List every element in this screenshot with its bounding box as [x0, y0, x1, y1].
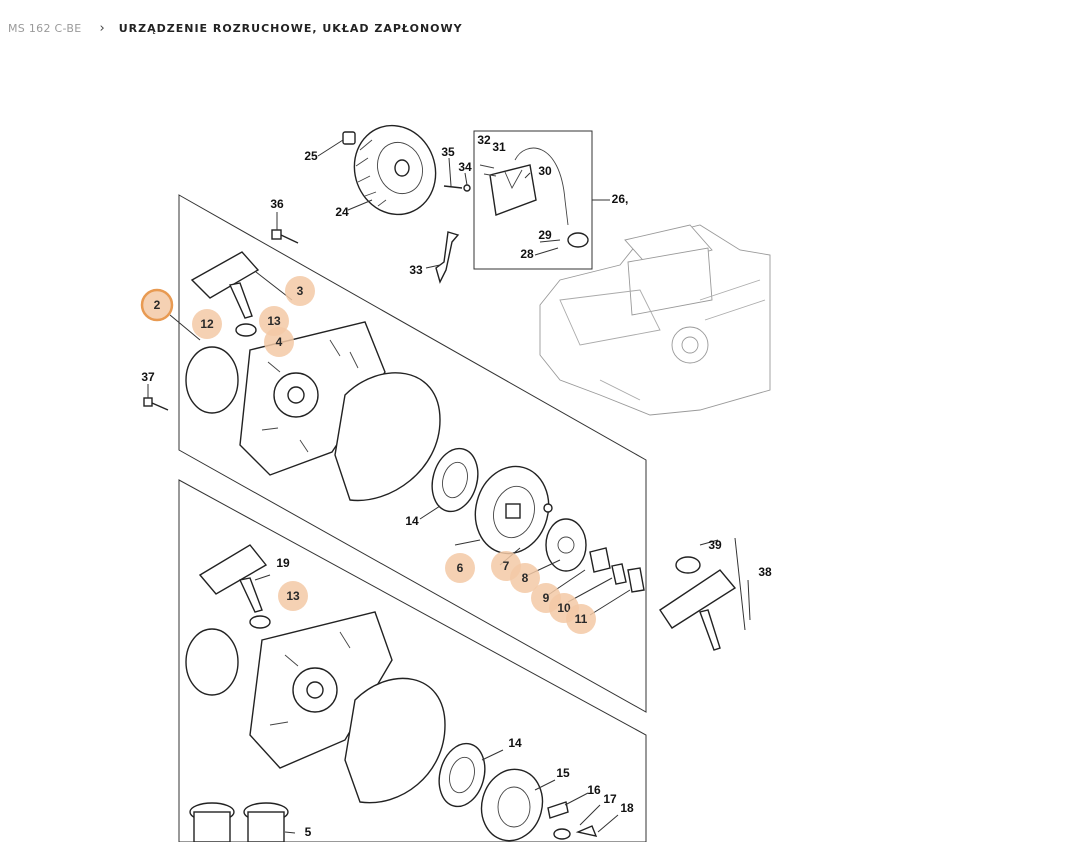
chevron-right-icon: › — [99, 20, 105, 36]
callout-11[interactable]: 11 — [566, 604, 596, 634]
part-label-15[interactable]: 15 — [556, 766, 570, 780]
part-label-30[interactable]: 30 — [538, 164, 552, 178]
part-disc-lower[interactable] — [185, 628, 239, 696]
callouts: 2 3 4 6 789 10 11 12 13 13 — [140, 276, 596, 634]
part-label-17[interactable]: 17 — [603, 792, 617, 806]
breadcrumb-current: URZĄDZENIE ROZRUCHOWE, UKŁAD ZAPŁONOWY — [118, 21, 463, 35]
part-label-36[interactable]: 36 — [270, 197, 284, 211]
part-small-parts[interactable] — [543, 503, 645, 593]
svg-text:13: 13 — [267, 314, 281, 328]
part-label-35[interactable]: 35 — [441, 145, 455, 159]
callout-13[interactable]: 13 — [259, 306, 289, 336]
part-label-26[interactable]: 26, — [612, 192, 629, 206]
callout-12[interactable]: 12 — [192, 309, 222, 339]
svg-text:10: 10 — [557, 601, 571, 615]
svg-text:12: 12 — [200, 317, 214, 331]
part-label-24[interactable]: 24 — [335, 205, 349, 219]
part-label-31[interactable]: 31 — [492, 140, 506, 154]
part-screw-36[interactable] — [271, 229, 299, 244]
svg-text:6: 6 — [457, 561, 464, 575]
part-label-39[interactable]: 39 — [708, 538, 722, 552]
callout-8[interactable]: 8 — [510, 563, 540, 593]
part-label-29[interactable]: 29 — [538, 228, 552, 242]
part-label-5[interactable]: 5 — [305, 825, 312, 839]
part-screw-35[interactable] — [443, 184, 471, 192]
part-label-14[interactable]: 14 — [405, 514, 419, 528]
svg-text:11: 11 — [575, 612, 588, 626]
part-label-34[interactable]: 34 — [458, 160, 472, 174]
engine-illustration — [539, 224, 771, 416]
part-fan-housing-lower[interactable] — [249, 611, 393, 769]
part-disc-upper[interactable] — [185, 346, 239, 414]
part-pawl-carrier[interactable] — [545, 518, 587, 572]
group-frame-lower — [178, 479, 647, 842]
callout-3[interactable]: 3 — [285, 276, 315, 306]
part-nut[interactable] — [342, 131, 356, 145]
part-screw-37[interactable] — [143, 397, 169, 411]
part-bracket-33[interactable] — [435, 231, 460, 284]
part-label-28[interactable]: 28 — [520, 247, 534, 261]
part-cover-upper[interactable] — [334, 372, 441, 502]
part-starter-grip-38[interactable] — [659, 556, 737, 651]
part-label-33[interactable]: 33 — [409, 263, 423, 277]
svg-text:4: 4 — [276, 335, 283, 349]
part-fan-housing-upper[interactable] — [239, 321, 386, 476]
part-rewind-spring-upper[interactable] — [425, 443, 484, 516]
svg-text:9: 9 — [543, 591, 550, 605]
part-label-32[interactable]: 32 — [477, 133, 491, 147]
breadcrumb-parent-link[interactable]: MS 162 C-BE — [8, 21, 82, 35]
part-label-14[interactable]: 14 — [508, 736, 522, 750]
callout-13[interactable]: 13 — [278, 581, 308, 611]
part-label-19[interactable]: 19 — [276, 556, 290, 570]
group-frame-upper — [178, 194, 647, 713]
part-label-18[interactable]: 18 — [620, 801, 634, 815]
callout-2[interactable]: 2 — [140, 288, 174, 322]
svg-text:8: 8 — [522, 571, 529, 585]
part-label-25[interactable]: 25 — [304, 149, 318, 163]
svg-text:7: 7 — [503, 559, 510, 573]
callout-6[interactable]: 6 — [445, 553, 475, 583]
part-cover-lower[interactable] — [344, 677, 446, 804]
svg-text:3: 3 — [297, 284, 304, 298]
breadcrumb: MS 162 C-BE › URZĄDZENIE ROZRUCHOWE, UKŁ… — [8, 20, 463, 36]
part-labels: 514141516171819242526,282930313233343536… — [141, 133, 772, 839]
part-ignition-module[interactable] — [479, 147, 589, 248]
part-flywheel[interactable] — [342, 114, 448, 226]
part-small-lower[interactable] — [547, 801, 598, 840]
svg-text:13: 13 — [286, 589, 300, 603]
part-label-16[interactable]: 16 — [587, 783, 601, 797]
part-starter-grip-upper[interactable] — [190, 251, 260, 337]
svg-text:2: 2 — [154, 298, 161, 312]
part-rewind-spring-lower[interactable] — [432, 738, 491, 811]
part-filters-5[interactable] — [189, 802, 289, 842]
part-label-38[interactable]: 38 — [758, 565, 772, 579]
part-rope-rotor-lower[interactable] — [474, 762, 551, 842]
part-starter-grip-lower[interactable] — [198, 544, 271, 629]
part-label-37[interactable]: 37 — [141, 370, 155, 384]
